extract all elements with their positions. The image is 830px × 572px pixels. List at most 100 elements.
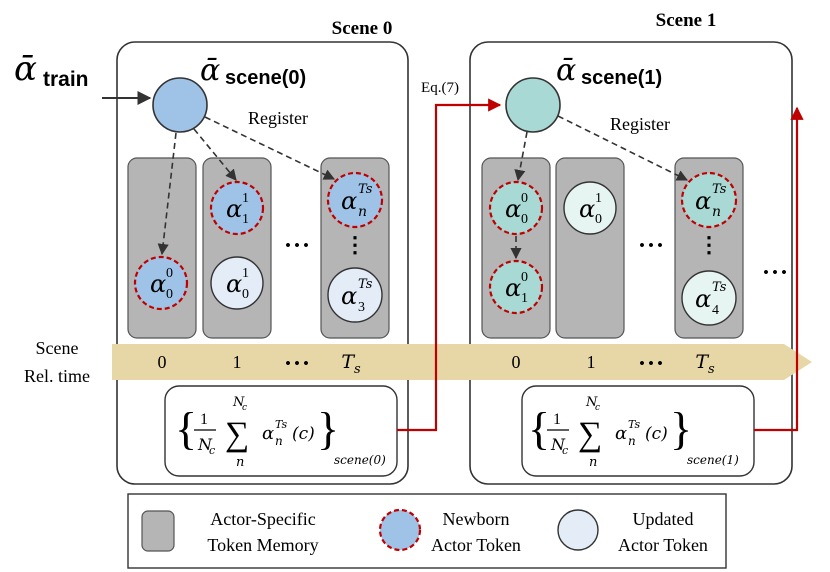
- legend-newborn-label: Newborn: [443, 509, 510, 529]
- svg-text:α: α: [226, 270, 242, 298]
- svg-text:n: n: [628, 434, 636, 448]
- tick-ts: Ts: [695, 351, 715, 377]
- scene-0-alpha-subscript: scene(0): [225, 67, 306, 89]
- scene-1-title: Scene 1: [656, 10, 717, 31]
- newborn-token: α 0 0: [133, 255, 189, 311]
- scene-1-register-label: Register: [610, 114, 670, 134]
- vertical-ellipsis: ⋮: [344, 232, 366, 257]
- scene-0-register-arrows: [157, 116, 336, 256]
- tick-1: 1: [587, 352, 596, 372]
- svg-text:n: n: [275, 434, 283, 448]
- updated-token: α 1 0: [210, 256, 264, 310]
- svg-text:4: 4: [712, 303, 719, 318]
- tick-ts: Ts: [341, 351, 361, 377]
- legend-newborn-label: Actor Token: [431, 535, 521, 555]
- scene-0-global-token: [152, 77, 208, 133]
- scene-0-register-label: Register: [248, 108, 308, 128]
- svg-text:scene(0): scene(0): [334, 453, 386, 467]
- svg-text:1: 1: [242, 212, 249, 227]
- svg-text:α: α: [262, 423, 274, 444]
- svg-text:(c): (c): [645, 424, 668, 444]
- timeline-label-line2: Rel. time: [24, 366, 90, 386]
- svg-text:N: N: [550, 435, 566, 454]
- flow-arrows: [397, 98, 804, 432]
- scene-transition-arrow: [397, 98, 502, 432]
- svg-text:0: 0: [242, 287, 249, 302]
- scene-0-title: Scene 0: [332, 18, 393, 39]
- column-ellipsis: • • •: [285, 238, 308, 254]
- vertical-ellipsis: ⋮: [698, 232, 720, 257]
- svg-text:α: α: [341, 187, 357, 215]
- svg-text:n: n: [712, 204, 721, 220]
- tick-ellipsis: • • •: [285, 356, 308, 372]
- svg-text:1: 1: [595, 191, 602, 206]
- summary-brace-right: }: [670, 403, 692, 454]
- svg-text:N: N: [232, 395, 245, 410]
- svg-text:1: 1: [521, 291, 528, 306]
- svg-text:0: 0: [521, 270, 528, 285]
- svg-text:α: α: [341, 282, 357, 310]
- scene-0-summary: { 1 N c N c ∑ n α Ts n (c) } scene(0): [164, 385, 398, 477]
- svg-text:1: 1: [242, 191, 249, 206]
- scene-0-tokens: α 0 0 α 1 1 α 1 0 α Ts n ⋮ α Ts 3 •: [133, 171, 384, 323]
- svg-text:Ts: Ts: [712, 182, 727, 197]
- svg-text:α: α: [615, 423, 627, 444]
- newborn-token: α 1 1: [209, 180, 265, 236]
- legend-updated-label: Updated: [633, 509, 694, 529]
- updated-token: α Ts 3: [327, 267, 383, 323]
- scene-0-alpha: ᾱ: [200, 53, 220, 88]
- newborn-token: α Ts n: [326, 171, 384, 229]
- svg-text:0: 0: [166, 266, 173, 281]
- svg-text:c: c: [209, 444, 215, 457]
- svg-text:α: α: [505, 195, 521, 223]
- svg-text:α: α: [505, 274, 521, 302]
- tick-0: 0: [158, 352, 167, 372]
- legend-memory-label: Token Memory: [207, 535, 318, 555]
- timeline-label-line1: Scene: [36, 338, 79, 358]
- legend-memory-swatch: [141, 510, 175, 552]
- svg-text:α: α: [150, 270, 166, 298]
- updated-token: α Ts 4: [681, 270, 737, 326]
- summary-brace-left: {: [528, 403, 550, 454]
- svg-text:Ts: Ts: [712, 280, 727, 295]
- scene-1-register-arrows: [510, 115, 689, 260]
- tick-ellipsis: • • •: [639, 356, 662, 372]
- tick-0: 0: [512, 352, 521, 372]
- sum-sign: ∑: [578, 416, 602, 453]
- next-scene-arrow: [754, 106, 804, 432]
- outer-ellipsis: • • •: [763, 265, 786, 281]
- svg-text:0: 0: [595, 212, 602, 227]
- svg-text:(c): (c): [292, 424, 315, 444]
- svg-text:α: α: [695, 285, 711, 313]
- scene-1-summary: { 1 N c N c ∑ n α Ts n (c) } scene(1): [521, 385, 755, 477]
- svg-text:c: c: [242, 403, 247, 413]
- scene-1-global: ᾱ scene(1) Register: [505, 53, 670, 134]
- svg-text:N: N: [197, 435, 213, 454]
- svg-text:n: n: [236, 455, 244, 470]
- summary-brace-right: }: [317, 403, 339, 454]
- scene-1-alpha: ᾱ: [556, 53, 576, 88]
- legend-updated-label: Actor Token: [618, 535, 708, 555]
- svg-text:α: α: [695, 187, 711, 215]
- svg-text:0: 0: [521, 212, 528, 227]
- scene-0-global: ᾱ scene(0) Register: [152, 53, 308, 133]
- svg-text:N: N: [585, 395, 598, 410]
- svg-text:1: 1: [200, 411, 208, 428]
- svg-text:0: 0: [166, 287, 173, 302]
- legend-newborn-swatch: [378, 508, 422, 552]
- svg-text:Ts: Ts: [358, 277, 373, 292]
- svg-text:n: n: [589, 455, 597, 470]
- alpha-train-symbol: ᾱ: [14, 49, 37, 89]
- timeline: Scene Rel. time 0 1 • • • Ts 0 1 • • • T…: [24, 338, 812, 386]
- summary-brace-left: {: [175, 403, 197, 454]
- svg-text:c: c: [562, 444, 568, 457]
- scene-1-alpha-subscript: scene(1): [581, 67, 662, 89]
- newborn-token: α 0 1: [488, 259, 544, 315]
- svg-text:1: 1: [242, 266, 249, 281]
- svg-text:n: n: [358, 204, 367, 220]
- svg-text:Ts: Ts: [358, 182, 373, 197]
- equation-reference: Eq.(7): [421, 80, 459, 96]
- svg-text:α: α: [226, 195, 242, 223]
- sum-sign: ∑: [225, 416, 249, 453]
